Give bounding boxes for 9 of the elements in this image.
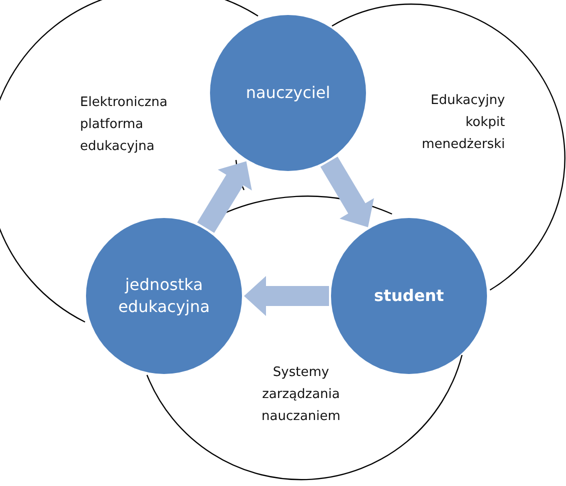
region-label: Systemy zarządzania nauczaniem [260, 364, 342, 426]
node-label: student [373, 285, 445, 307]
block-arrow [197, 161, 252, 233]
block-arrow [244, 276, 329, 316]
block-arrow [320, 156, 374, 228]
node-label: jednostka edukacyjna [117, 274, 211, 318]
node-label: nauczyciel [244, 82, 332, 104]
region-label: Elektroniczna platforma edukacyjna [80, 94, 168, 156]
region-label: Edukacyjny kokpit menedżerski [420, 92, 505, 154]
